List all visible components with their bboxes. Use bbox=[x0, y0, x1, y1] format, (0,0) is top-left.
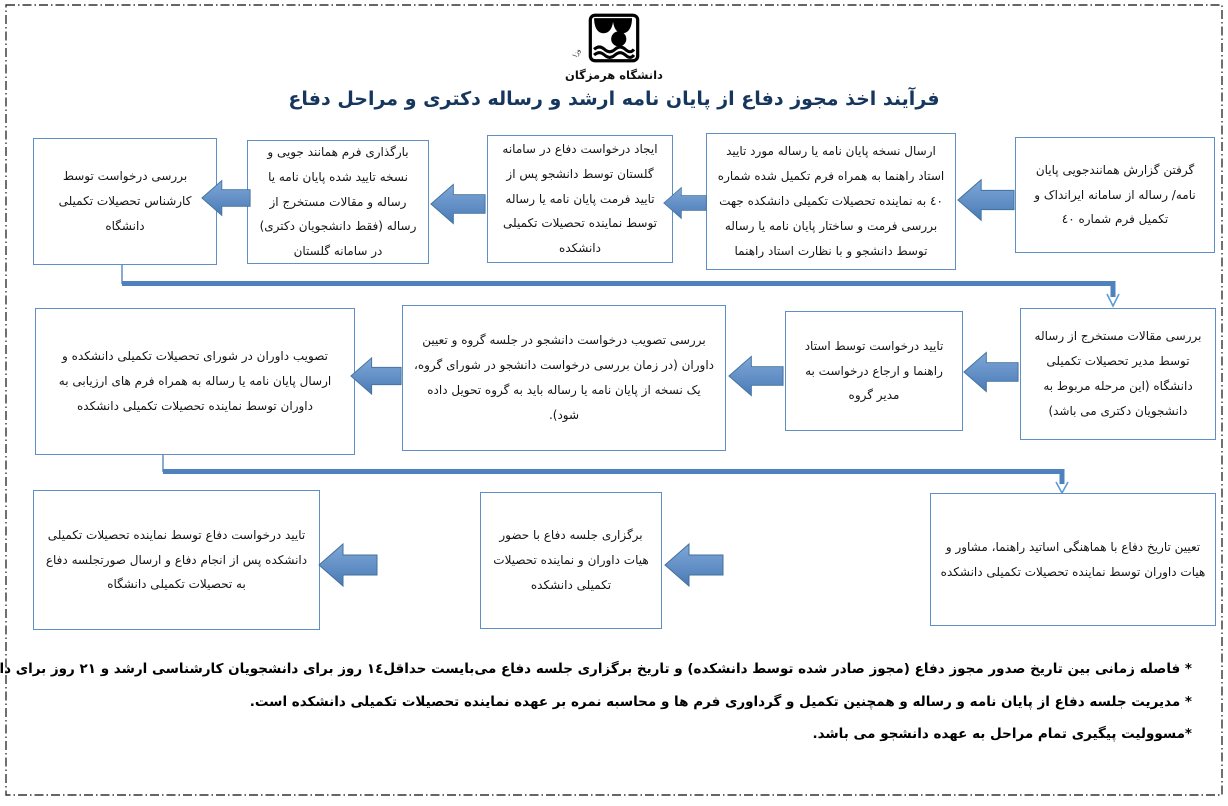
flow-step-11: برگزاری جلسه دفاع با حضور هیات داوران و … bbox=[480, 492, 662, 629]
flow-arrow-icon bbox=[430, 183, 486, 225]
flow-step-5: بررسی درخواست توسط کارشناس تحصیلات تکمیل… bbox=[33, 138, 217, 265]
flow-step-3: ایجاد درخواست دفاع در سامانه گلستان توسط… bbox=[487, 135, 673, 263]
page-title: فرآیند اخذ مجوز دفاع از پایان نامه ارشد … bbox=[288, 88, 940, 110]
flow-arrow-icon bbox=[963, 351, 1019, 393]
connector-row1-to-row2 bbox=[121, 265, 1120, 308]
flow-arrow-icon bbox=[957, 178, 1015, 222]
flow-arrow-icon bbox=[728, 355, 784, 397]
flow-step-1: گرفتن گزارش همانندجویی پایان نامه/ رساله… bbox=[1015, 137, 1215, 253]
flow-step-6: بررسی مقالات مستخرج از رساله توسط مدیر ت… bbox=[1020, 308, 1216, 440]
flow-step-8: بررسی تصویب درخواست دانشجو در جلسه گروه … bbox=[402, 305, 726, 451]
university-name: دانشگاه هرمزگان bbox=[565, 68, 663, 82]
flow-step-4: بارگذاری فرم همانند جویی و نسخه تایید شد… bbox=[247, 140, 429, 264]
flow-step-2: ارسال نسخه پایان نامه یا رساله مورد تایی… bbox=[706, 133, 956, 270]
ministry-emblem-icon: وزارت علوم، تحقیقات و فناوری bbox=[551, 2, 640, 63]
ministry-arc-text: وزارت علوم، تحقیقات و فناوری bbox=[551, 2, 582, 58]
flow-arrow-icon bbox=[663, 186, 707, 220]
svg-text:وزارت علوم، تحقیقات و فناوری: وزارت علوم، تحقیقات و فناوری bbox=[551, 2, 582, 58]
footnote-3: *مسوولیت پیگیری تمام مراحل به عهده دانشج… bbox=[812, 726, 1192, 742]
flow-step-12: تایید درخواست دفاع توسط نماینده تحصیلات … bbox=[33, 490, 320, 630]
footnote-1: * فاصله زمانی بین تاریخ صدور مجوز دفاع (… bbox=[0, 661, 1192, 677]
flow-arrow-icon bbox=[201, 179, 251, 217]
university-logo: وزارت علوم، تحقیقات و فناوری دانشگاه هرم… bbox=[539, 2, 689, 82]
flow-step-7: تایید درخواست توسط استاد راهنما و ارجاع … bbox=[785, 311, 963, 431]
flow-step-9: تصویب داوران در شورای تحصیلات تکمیلی دان… bbox=[35, 308, 355, 455]
connector-row2-to-row3 bbox=[162, 455, 1069, 495]
footnote-2: * مدیریت جلسه دفاع از پایان نامه و رساله… bbox=[249, 694, 1192, 710]
flow-arrow-icon bbox=[350, 356, 402, 396]
flow-step-10: تعیین تاریخ دفاع با هماهنگی اساتید راهنم… bbox=[930, 493, 1216, 626]
flow-arrow-icon bbox=[664, 542, 724, 588]
flow-arrow-icon bbox=[318, 542, 378, 588]
